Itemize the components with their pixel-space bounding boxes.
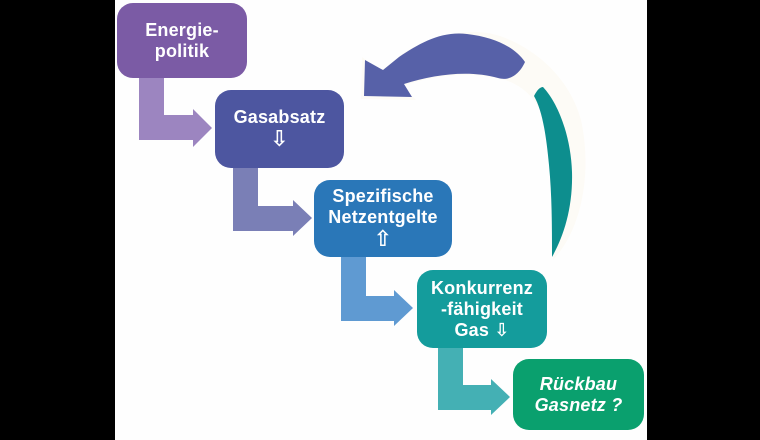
box-energiepolitik: Energie- politik bbox=[117, 3, 247, 78]
feedback-arrow-band bbox=[361, 31, 586, 260]
box-label-line: -fähigkeit bbox=[440, 298, 523, 319]
box-label-line: Netzentgelte bbox=[328, 207, 438, 227]
feedback-curved-arrow bbox=[361, 31, 586, 260]
box-label-line: Gasabsatz bbox=[233, 107, 326, 127]
box-label-line: Rückbau bbox=[539, 373, 618, 394]
feedback-arrow-teal-segment bbox=[534, 87, 573, 257]
connector-arrow-gasabsatz-netzentgelte bbox=[233, 164, 312, 236]
box-label-line-with-decrease-arrow: Gas ⇩ bbox=[454, 319, 510, 340]
connector-arrow-netzentgelte-konkurrenzfaehigkeit bbox=[341, 253, 413, 326]
connector-arrow-energiepolitik-gasabsatz bbox=[139, 74, 212, 147]
box-gasabsatz: Gasabsatz ⇩ bbox=[215, 90, 344, 168]
feedback-arrow-blue-segment bbox=[364, 33, 525, 97]
box-label-line: Konkurrenz bbox=[430, 277, 533, 298]
connector-arrow-konkurrenzfaehigkeit-rueckbau bbox=[438, 345, 510, 415]
decrease-arrow-icon: ⇩ bbox=[270, 127, 289, 152]
box-label-line: Spezifische bbox=[332, 186, 434, 206]
box-konkurrenzfaehigkeit-gas: Konkurrenz -fähigkeit Gas ⇩ bbox=[417, 270, 547, 348]
increase-arrow-icon: ⇧ bbox=[373, 227, 393, 252]
box-rueckbau-gasnetz: Rückbau Gasnetz ? bbox=[513, 359, 644, 430]
box-label-line: Gasnetz ? bbox=[534, 394, 623, 415]
box-label-line: Energie- bbox=[145, 19, 219, 40]
box-label-line: politik bbox=[154, 40, 210, 61]
box-spezifische-netzentgelte: Spezifische Netzentgelte ⇧ bbox=[314, 180, 452, 257]
